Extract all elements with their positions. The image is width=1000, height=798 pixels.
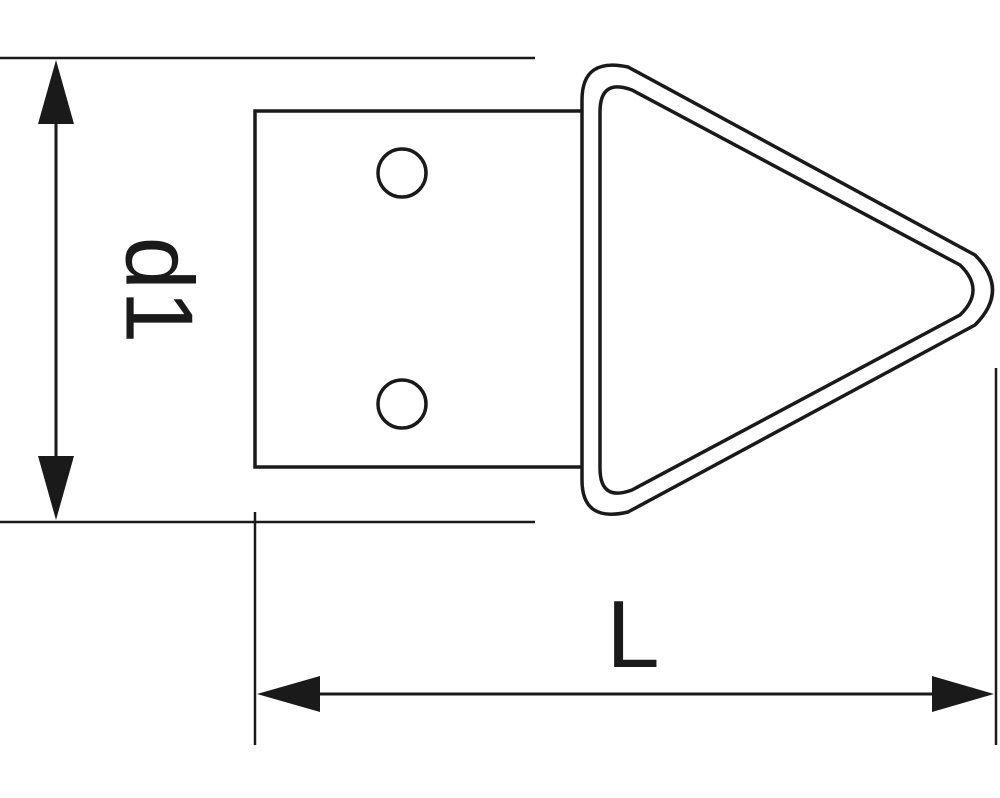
l-right-arrowhead	[932, 676, 994, 712]
l-left-arrowhead	[257, 676, 320, 712]
d1-label: d1	[106, 237, 213, 344]
d1-top-arrowhead	[38, 60, 74, 124]
mounting-hole-top	[376, 147, 428, 199]
triangle-ring-inner	[598, 85, 975, 495]
d1-bottom-arrowhead	[38, 456, 74, 520]
mounting-hole-bottom	[376, 378, 428, 430]
mounting-plate	[253, 109, 587, 469]
l-label: L	[606, 581, 659, 688]
